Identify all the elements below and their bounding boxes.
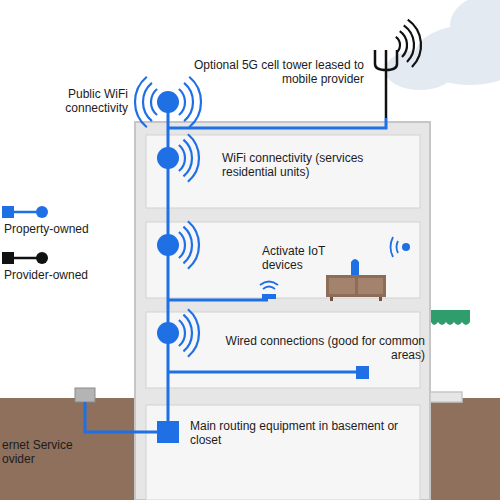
signal-arc — [151, 89, 157, 115]
iot-label: Activate IoT devices — [262, 244, 348, 272]
signal-arc — [404, 25, 414, 62]
floor-router — [260, 282, 278, 300]
signal-arc — [188, 134, 199, 181]
tower-label: Optional 5G cell tower leased to mobile … — [190, 58, 364, 86]
tv-stand — [326, 259, 386, 301]
signal-waves — [135, 20, 421, 357]
wifi-label: Public WiFi connectivity — [8, 87, 128, 115]
signal-arc — [189, 77, 201, 128]
entrance-slab — [430, 392, 462, 402]
signal-arc — [184, 83, 193, 121]
isp-label: ernet Service ovider — [2, 438, 92, 466]
signal-arc — [179, 232, 185, 258]
main-router — [157, 421, 179, 443]
wired-label: Wired connections (good for common areas… — [225, 334, 425, 362]
signal-arc — [135, 77, 147, 128]
wifi-access-points — [157, 91, 179, 344]
signal-arc — [183, 227, 192, 264]
wired-port — [356, 366, 369, 379]
signal-arc — [183, 140, 192, 177]
signal-arc — [183, 315, 192, 352]
signal-arc — [143, 83, 152, 121]
isp-box — [75, 388, 95, 402]
signal-arc — [188, 309, 199, 356]
legend-text: Provider-owned — [4, 268, 88, 282]
building-shell — [135, 122, 430, 500]
floors — [146, 135, 420, 500]
signal-arc — [179, 89, 185, 115]
router-label: Main routing equipment in basement or cl… — [190, 419, 400, 447]
cloud — [385, 0, 500, 90]
signal-arc — [408, 20, 421, 67]
signal-arc — [179, 145, 185, 171]
signal-arc — [400, 31, 407, 57]
wifi-label: WiFi connectivity (services residential … — [222, 151, 402, 179]
cell-tower — [375, 50, 397, 118]
legend-text: Property-owned — [4, 222, 89, 236]
signal-arc — [396, 37, 400, 52]
signal-arc — [179, 320, 185, 346]
signal-arc — [188, 221, 199, 268]
awning — [431, 310, 470, 325]
iot-signal — [391, 237, 411, 257]
